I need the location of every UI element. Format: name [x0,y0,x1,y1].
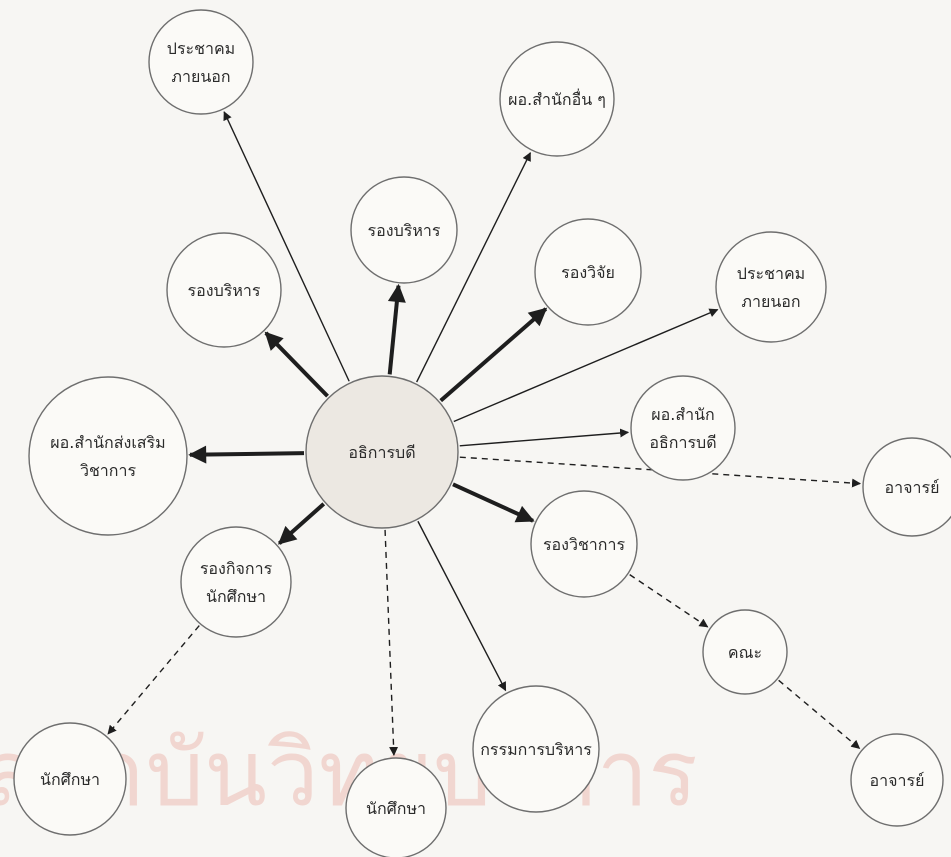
node-president_office_director: ผอ.สำนักอธิการบดี [630,375,736,481]
node-vp_admin_upper: รองบริหาร [350,176,458,284]
arrow-vp_academic-to-faculty [629,574,709,628]
node-label-other_offices_director-line-1: ผอ.สำนักอื่น ๆ [508,88,606,109]
node-label-community_right-line-2: ภายนอก [741,292,800,311]
node-center: อธิการบดี [305,375,459,529]
edges [107,111,862,756]
arrow-center-to-community_right [453,308,719,423]
node-executive_committee: กรรมการบริหาร [472,685,600,813]
node-circle-vp_admin_left [166,232,282,348]
arrow-center-to-vp_student_affairs [277,502,326,545]
arrow-center-to-other_offices_director [416,151,531,383]
node-label-academic_promotion_director-line-1: ผอ.สำนักส่งเสริม [50,433,165,452]
node-label-community_right-line-1: ประชาคม [737,264,805,283]
node-label-center-line-1: อธิการบดี [348,443,415,462]
node-label-academic_promotion_director-line-2: วิชาการ [80,461,137,480]
node-label-vp_academic-line-1: รองวิชาการ [543,535,626,554]
arrow-center-to-community_top [223,111,350,382]
node-vp_research: รองวิจัย [534,218,642,326]
node-circle-community_top [148,9,254,115]
arrow-center-to-academic_promotion_director [188,445,305,464]
node-lecturer_bottom: อาจารย์ [850,733,944,827]
node-circle-student_left [13,722,127,836]
node-vp_academic: รองวิชาการ [530,490,638,598]
node-circle-other_offices_director [499,41,615,157]
node-circle-executive_committee [472,685,600,813]
node-label-student_center-line-1: นักศึกษา [366,799,426,818]
node-label-president_office_director-line-2: อธิการบดี [649,433,716,452]
node-label-lecturer_right-line-1: อาจารย์ [885,478,940,497]
node-circle-vp_academic [530,490,638,598]
node-circle-lecturer_right [862,437,951,537]
arrow-center-to-executive_committee [417,520,507,692]
node-circle-vp_admin_upper [350,176,458,284]
node-other_offices_director: ผอ.สำนักอื่น ๆ [499,41,615,157]
node-label-community_top-line-1: ประชาคม [167,39,235,58]
node-circle-student_center [345,757,447,857]
node-label-executive_committee-line-1: กรรมการบริหาร [480,740,592,759]
node-student_left: นักศึกษา [13,722,127,836]
arrow-center-to-student_center [384,529,399,756]
node-label-vp_student_affairs-line-2: นักศึกษา [206,587,266,606]
arrow-center-to-president_office_director [459,428,630,447]
node-circle-community_right [715,231,827,343]
node-label-community_top-line-2: ภายนอก [171,67,230,86]
node-circle-president_office_director [630,375,736,481]
node-student_center: นักศึกษา [345,757,447,857]
node-circle-center [305,375,459,529]
node-lecturer_right: อาจารย์ [862,437,951,537]
node-circle-lecturer_bottom [850,733,944,827]
node-faculty: คณะ [702,609,788,695]
arrow-center-to-vp_research [439,307,548,403]
arrow-center-to-vp_admin_upper [387,283,406,375]
node-academic_promotion_director: ผอ.สำนักส่งเสริมวิชาการ [28,376,188,536]
node-label-president_office_director-line-1: ผอ.สำนัก [651,405,714,424]
node-circle-vp_research [534,218,642,326]
node-circle-vp_student_affairs [180,526,292,638]
arrow-vp_student_affairs-to-student_left [107,625,200,735]
node-label-vp_admin_upper-line-1: รองบริหาร [368,221,441,240]
node-label-lecturer_bottom-line-1: อาจารย์ [870,771,925,790]
node-circle-faculty [702,609,788,695]
node-label-vp_research-line-1: รองวิจัย [561,263,615,282]
node-label-vp_admin_left-line-1: รองบริหาร [188,281,261,300]
node-label-student_left-line-1: นักศึกษา [40,770,100,789]
node-label-faculty-line-1: คณะ [728,643,762,662]
node-vp_admin_left: รองบริหาร [166,232,282,348]
node-circle-academic_promotion_director [28,376,188,536]
arrow-center-to-vp_admin_left [264,331,329,398]
arrow-faculty-to-lecturer_bottom [778,679,861,750]
node-label-vp_student_affairs-line-1: รองกิจการ [200,559,273,578]
arrow-center-to-vp_academic [452,482,535,523]
